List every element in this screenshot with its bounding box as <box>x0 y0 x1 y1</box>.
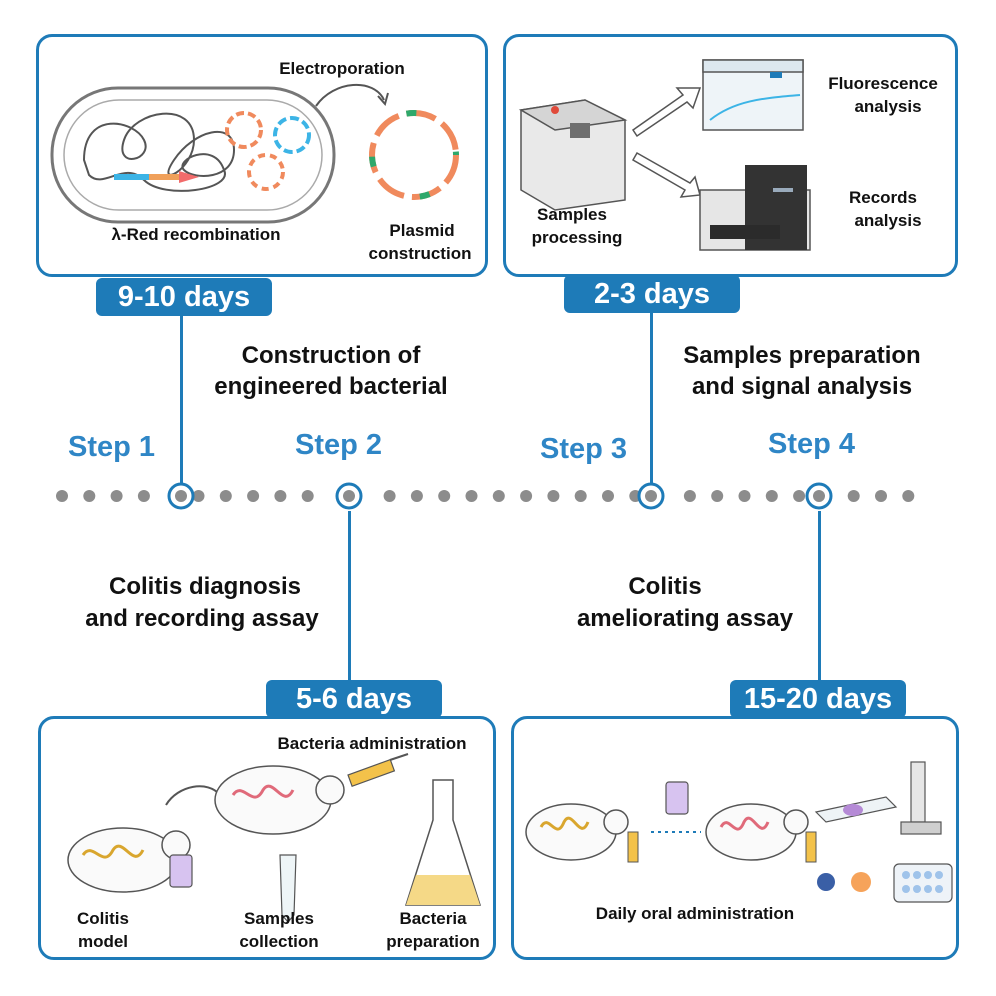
timeline-dot <box>711 490 724 502</box>
timeline-dot <box>137 490 150 502</box>
colitis-model-label-1: Colitis <box>77 909 129 928</box>
fluorescence-label-1: Fluorescence <box>828 74 938 93</box>
step-label-3: Step 3 <box>540 433 628 465</box>
step3-description-1: Samples preparation <box>683 342 921 369</box>
timeline-dot <box>902 490 915 502</box>
samples-processing-label-2: processing <box>531 228 623 247</box>
timeline-dot <box>274 490 287 502</box>
lab-instruments-illustration <box>518 59 811 251</box>
step1-description-2: engineered bacterial <box>214 373 448 400</box>
records-label-1: Records <box>848 188 918 207</box>
timeline-dot <box>602 490 614 502</box>
timeline-dot <box>383 490 396 502</box>
duration-badge-step2: 5-6 days <box>266 680 442 718</box>
timeline-dot <box>738 490 751 502</box>
plasmid-construction-label-1: Plasmid <box>389 221 455 240</box>
timeline-dot <box>438 490 451 502</box>
timeline-dot <box>301 490 314 502</box>
timeline-dot <box>56 490 68 502</box>
electroporation-label: Electroporation <box>279 59 405 78</box>
step1-description-1: Construction of <box>241 342 421 369</box>
timeline-node-step1 <box>167 482 195 510</box>
samples-processing-label-1: Samples <box>537 205 607 224</box>
treatment-illustration <box>525 761 953 903</box>
timeline-dot <box>847 490 860 502</box>
step-label-4: Step 4 <box>768 428 856 460</box>
connector-step1 <box>180 316 183 484</box>
timeline-dot <box>683 490 696 502</box>
timeline-dot <box>793 490 806 502</box>
step-label-2: Step 2 <box>295 429 383 461</box>
timeline-dot <box>547 490 560 502</box>
timeline-dot <box>192 490 205 502</box>
timeline-dot <box>875 490 887 502</box>
timeline-dot <box>520 490 533 502</box>
timeline-dot <box>219 490 232 502</box>
timeline-dot <box>83 490 96 502</box>
step4-description-1: Colitis <box>628 573 702 600</box>
bacteria-preparation-label-2: preparation <box>386 932 480 951</box>
timeline-dot <box>110 490 123 502</box>
timeline-dot <box>574 490 587 502</box>
connector-step4 <box>818 511 821 681</box>
step2-description-1: Colitis diagnosis <box>108 573 302 600</box>
connector-step3 <box>650 313 653 484</box>
timeline-node-step4 <box>805 482 833 510</box>
daily-oral-administration-label: Daily oral administration <box>595 904 795 923</box>
timeline-dot <box>492 490 505 502</box>
bacteria-administration-label: Bacteria administration <box>277 734 467 753</box>
bacterium-illustration <box>50 84 459 224</box>
duration-badge-step1: 9-10 days <box>96 278 272 316</box>
mouse-experiment-illustration <box>67 753 482 923</box>
records-label-2: analysis <box>854 211 922 230</box>
lambda-red-label: λ-Red recombination <box>111 225 281 244</box>
timeline-dot <box>410 490 423 502</box>
bacteria-preparation-label-1: Bacteria <box>399 909 467 928</box>
plasmid-construction-label-2: construction <box>368 244 472 263</box>
samples-collection-label-1: Samples <box>244 909 314 928</box>
step4-description-2: ameliorating assay <box>576 605 794 632</box>
step3-description-2: and signal analysis <box>691 373 913 400</box>
fluorescence-label-2: analysis <box>854 97 922 116</box>
colitis-model-label-2: model <box>77 932 129 951</box>
timeline-node-step2 <box>335 482 363 510</box>
duration-badge-step4: 15-20 days <box>730 680 906 718</box>
duration-badge-step3: 2-3 days <box>564 275 740 313</box>
step2-description-2: and recording assay <box>85 605 319 632</box>
step-label-1: Step 1 <box>68 431 156 463</box>
timeline-node-step3 <box>637 482 665 510</box>
samples-collection-label-2: collection <box>239 932 319 951</box>
timeline-dot <box>629 490 642 502</box>
timeline-dot <box>765 490 778 502</box>
timeline-dot <box>247 490 260 502</box>
timeline-dot <box>465 490 478 502</box>
connector-step2 <box>348 511 351 681</box>
